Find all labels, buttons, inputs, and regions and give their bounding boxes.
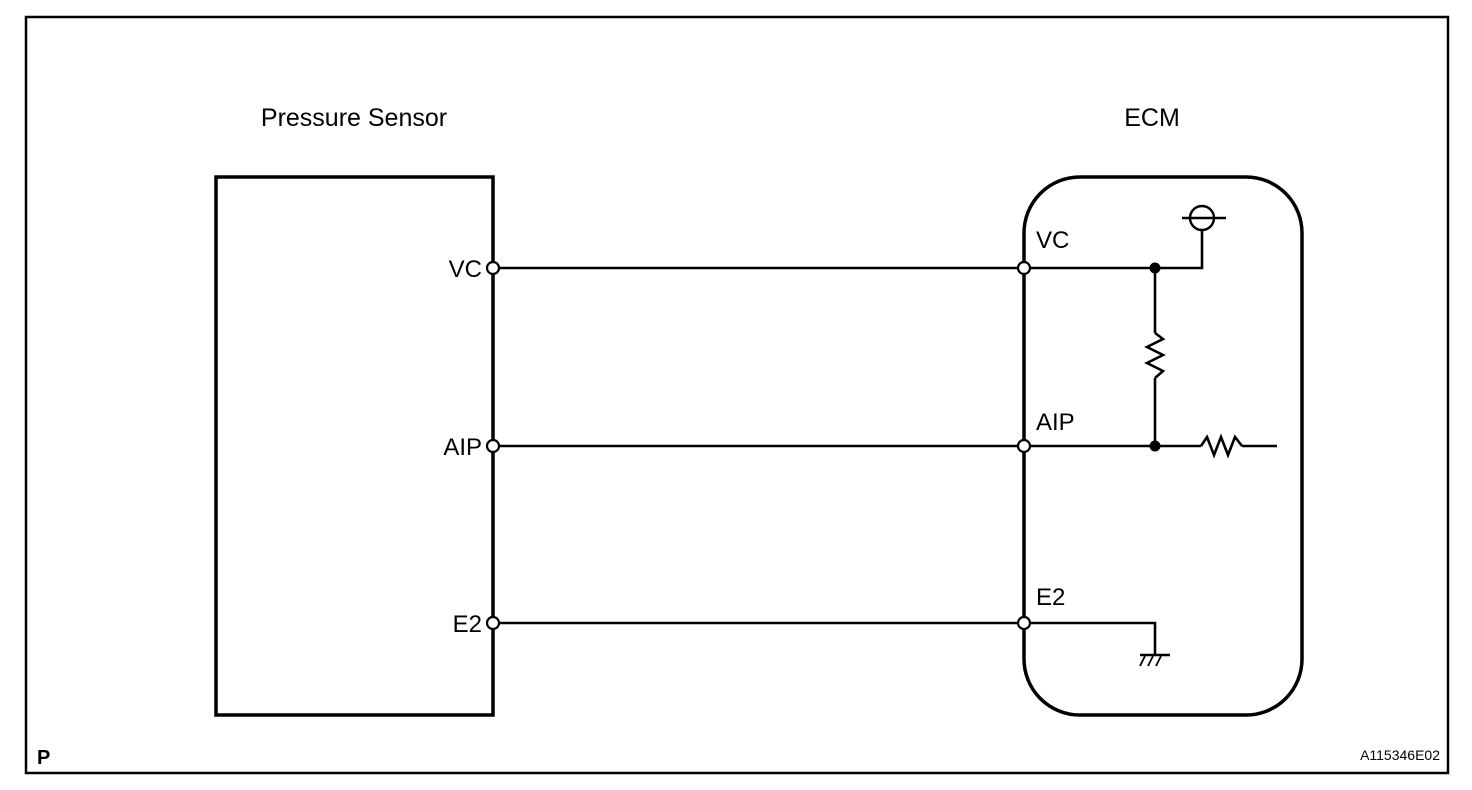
terminal-icon (1016, 438, 1032, 454)
terminal-icon (485, 438, 501, 454)
junction-dot-icon (1149, 262, 1161, 274)
terminal-icon (485, 615, 501, 631)
junction-dot-icon (1149, 440, 1161, 452)
ecm-title: ECM (1124, 104, 1180, 132)
terminal-icon (485, 260, 501, 276)
terminal-icon (1016, 260, 1032, 276)
power-supply-icon (1182, 204, 1226, 232)
ecm-pin-aip-label: AIP (1036, 409, 1075, 436)
sensor-pin-vc-label: VC (449, 256, 482, 283)
sensor-title: Pressure Sensor (261, 104, 447, 132)
ecm-pin-e2-label: E2 (1036, 584, 1065, 611)
outer-frame (24, 15, 1450, 775)
terminal-icon (1016, 615, 1032, 631)
sensor-pin-e2-label: E2 (453, 611, 482, 638)
resistor-icon (1144, 331, 1166, 379)
corner-label: P (37, 747, 50, 769)
ecm-vc-line (1024, 230, 1204, 270)
ground-icon (1139, 653, 1170, 667)
figure-code: A115346E02 (1360, 747, 1440, 763)
resistor-icon (1199, 433, 1244, 459)
ecm-pin-vc-label: VC (1036, 227, 1069, 254)
ecm-e2-line (1024, 621, 1157, 654)
sensor-pin-aip-label: AIP (443, 434, 482, 461)
